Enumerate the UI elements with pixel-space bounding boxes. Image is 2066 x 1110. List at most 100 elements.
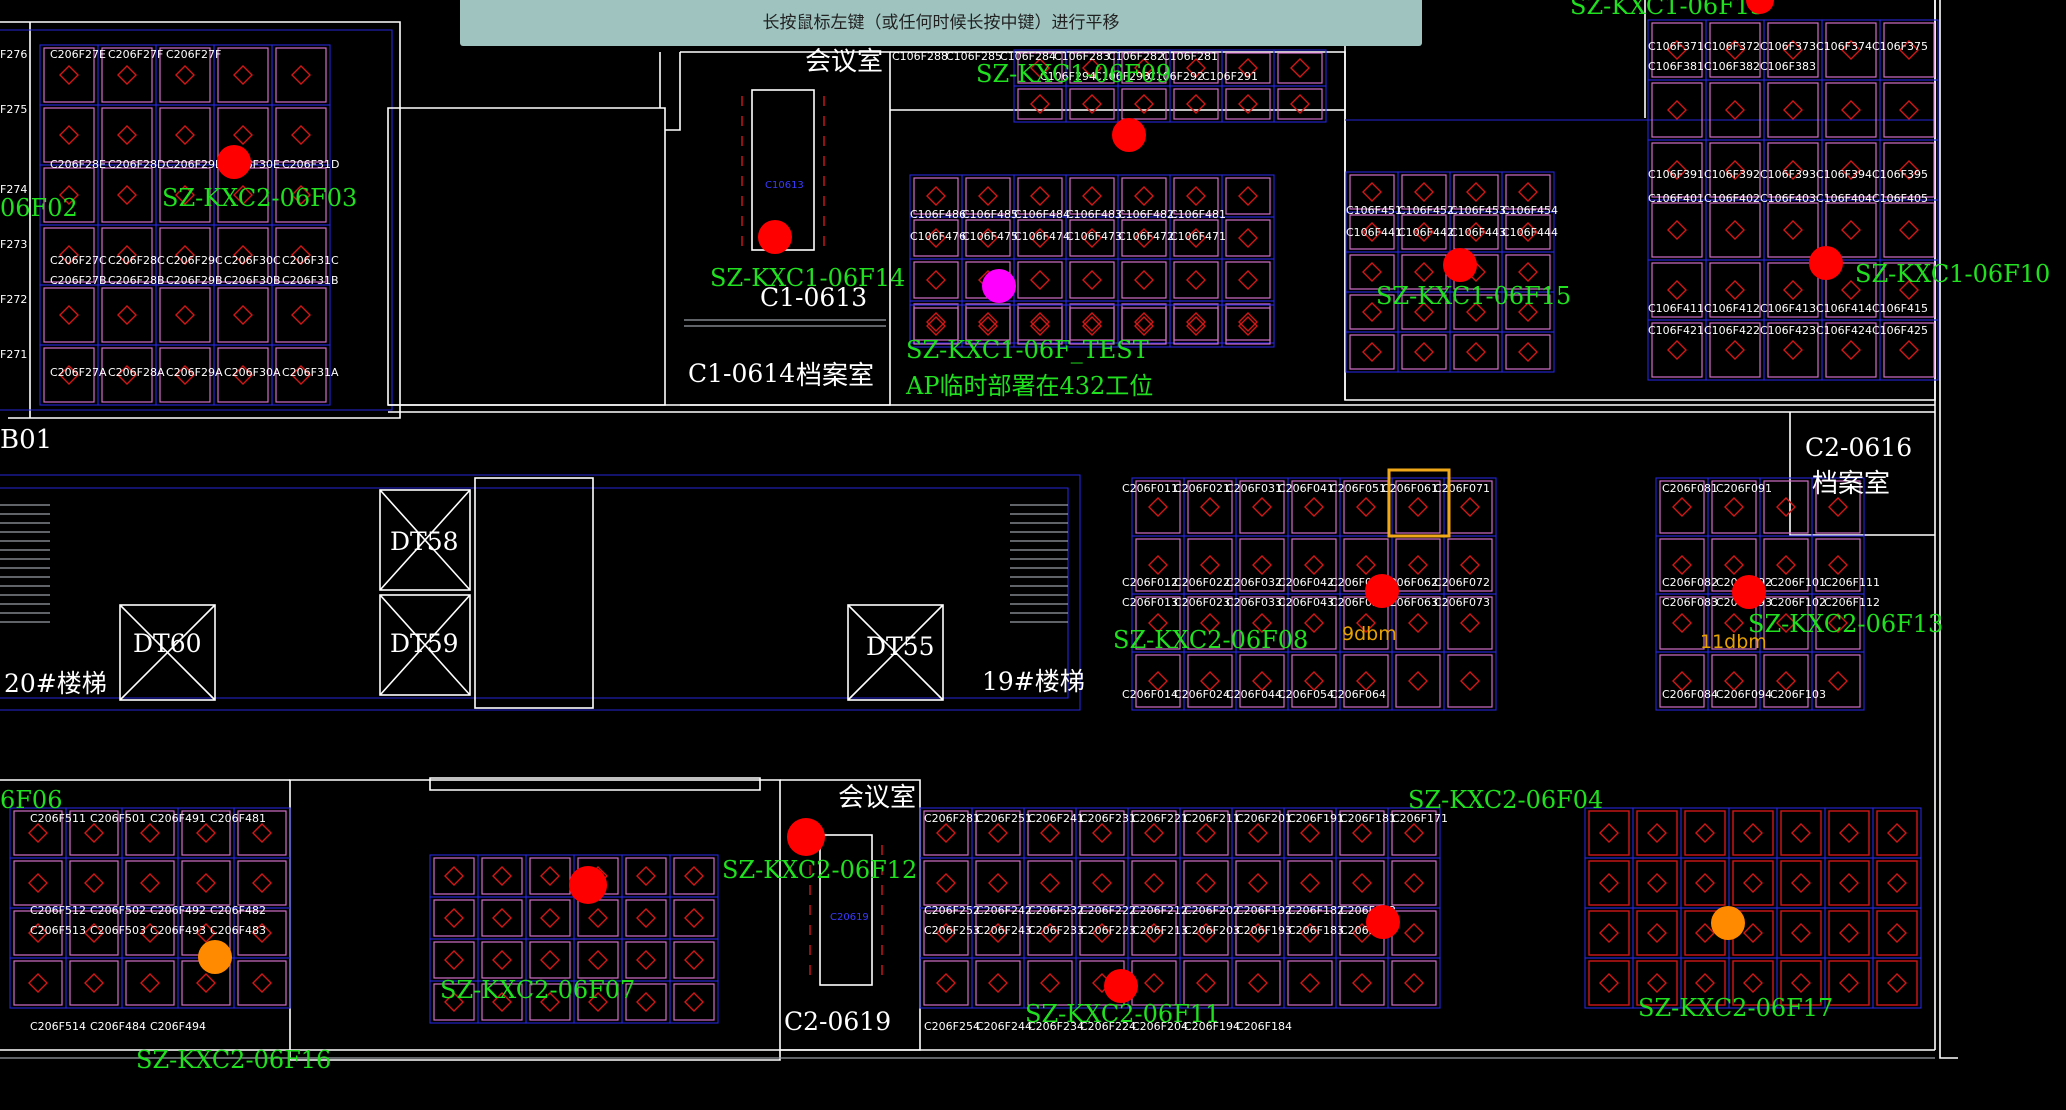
desk-code: C206F042 [1278,576,1334,589]
desk-code: C206F513 [30,924,86,937]
desk-code: C206F233 [1028,924,1084,937]
desk-code: F276 [0,48,27,61]
desk-code: C206F30A [224,366,281,379]
desk-code: C206F194 [1184,1020,1240,1033]
desk-code: C206F492 [150,904,206,917]
desk-code: C206F191 [1288,812,1344,825]
desk-code: C206F501 [90,812,146,825]
desk-code: C106F282 [1108,50,1164,63]
desk-code: C106F473 [1066,230,1122,243]
desk-code: C206F281 [924,812,980,825]
desk-code: C206F011 [1122,482,1178,495]
desk-code: C206F041 [1278,482,1334,495]
desk-code: C206F083 [1662,596,1718,609]
ap-marker-f07[interactable] [569,866,607,904]
desk-code: C206F514 [30,1020,86,1033]
signal-right: 11dbm [1700,631,1767,653]
desk-code: C206F024 [1174,688,1230,701]
desk-code: C206F242 [976,904,1032,917]
selected-desk-highlight[interactable] [1387,468,1451,538]
ap-label-f15: SZ-KXC1-06F15 [1376,282,1571,310]
desk-code: C206F511 [30,812,86,825]
ap-label-f12: SZ-KXC2-06F12 [722,856,917,884]
ap-note: AP临时部署在432工位 [905,372,1153,400]
desk-code: C106F402 [1704,192,1760,205]
desk-code: C206F27C [50,254,107,267]
desk-code: C206F481 [210,812,266,825]
desk-code: C106F403 [1760,192,1816,205]
ap-marker-top-center[interactable] [1112,118,1146,152]
desk-code: C206F223 [1080,924,1136,937]
desk-code: C106F453 [1450,204,1506,217]
ap-marker-f12[interactable] [787,818,825,856]
desk-code: C206F491 [150,812,206,825]
ap-marker-f14[interactable] [758,220,792,254]
desk-code: C206F193 [1236,924,1292,937]
desk-code: C106F404 [1816,192,1872,205]
desk-code: C206F213 [1132,924,1188,937]
desk-code: C106F373 [1760,40,1816,53]
stair-19: 19#楼梯 [982,667,1085,696]
desk-code: C206F033 [1226,596,1282,609]
ap-label-test: SZ-KXC1-06F_TEST [906,336,1149,364]
desk-code: C206F112 [1824,596,1880,609]
desk-code: C106F412 [1704,302,1760,315]
desk-code: C206F014 [1122,688,1178,701]
desk-code: C206F032 [1226,576,1282,589]
desk-code: C206F29D [166,158,223,171]
desk-code: C206F31D [282,158,339,171]
desk-code: C206F234 [1028,1020,1084,1033]
desk-code: C206F013 [1122,596,1178,609]
ap-label-f10: SZ-KXC1-06F10 [1855,260,2050,288]
meeting-code-1: C10613 [765,180,804,191]
ap-marker-f15[interactable] [1443,248,1477,282]
desk-code: C206F224 [1080,1020,1136,1033]
desk-code: C106F281 [1162,50,1218,63]
desk-code: C106F291 [1202,70,1258,83]
ap-label-f09: SZ-KXC1-06F09 [976,60,1171,88]
desk-code: C106F486 [910,208,966,221]
desk-code: C106F395 [1872,168,1928,181]
ap-marker-f11[interactable] [1104,969,1138,1003]
desk-code: C106F381 [1648,60,1704,73]
ap-marker-f04[interactable] [1366,905,1400,939]
desk-code: C206F231 [1080,812,1136,825]
ap-marker-f03[interactable] [217,145,251,179]
desk-code: C206F222 [1080,904,1136,917]
desk-code: C106F293 [1094,70,1150,83]
ap-marker-f08[interactable] [1365,574,1399,608]
ap-marker-f17[interactable] [1711,906,1745,940]
desk-code: C206F101 [1770,576,1826,589]
ap-marker-test[interactable] [982,269,1016,303]
desk-code: C206F484 [90,1020,146,1033]
desk-code: C106F454 [1502,204,1558,217]
room-archive-2: 档案室 [1812,469,1890,499]
desk-code: C206F204 [1132,1020,1188,1033]
desk-code: C106F443 [1450,226,1506,239]
desk-code: C206F023 [1174,596,1230,609]
room-c2-0619: C2-0619 [784,1007,891,1036]
desk-code: C106F392 [1704,168,1760,181]
desk-code: C206F182 [1288,904,1344,917]
desk-code: C206F192 [1236,904,1292,917]
desk-code: C106F415 [1872,302,1928,315]
desk-code: C206F27E [50,48,106,61]
desk-code: C106F444 [1502,226,1558,239]
ap-label-f17: SZ-KXC2-06F17 [1638,994,1833,1022]
desk-code: C206F493 [150,924,206,937]
desk-code: C206F254 [924,1020,980,1033]
ap-marker-f10[interactable] [1809,246,1843,280]
desk-code: C206F064 [1330,688,1386,701]
desk-code: C206F061 [1382,482,1438,495]
desk-code: C206F071 [1434,482,1490,495]
desk-code: C106F414 [1816,302,1872,315]
desk-code: C106F288 [892,50,948,63]
desk-code: C206F28D [108,158,165,171]
ap-marker-f16[interactable] [198,940,232,974]
desk-code: C206F044 [1226,688,1282,701]
desk-code: C106F484 [1014,208,1070,221]
ap-marker-f13-top[interactable] [1746,0,1774,14]
desk-code: C106F421 [1648,324,1704,337]
ap-marker-f13[interactable] [1732,575,1766,609]
